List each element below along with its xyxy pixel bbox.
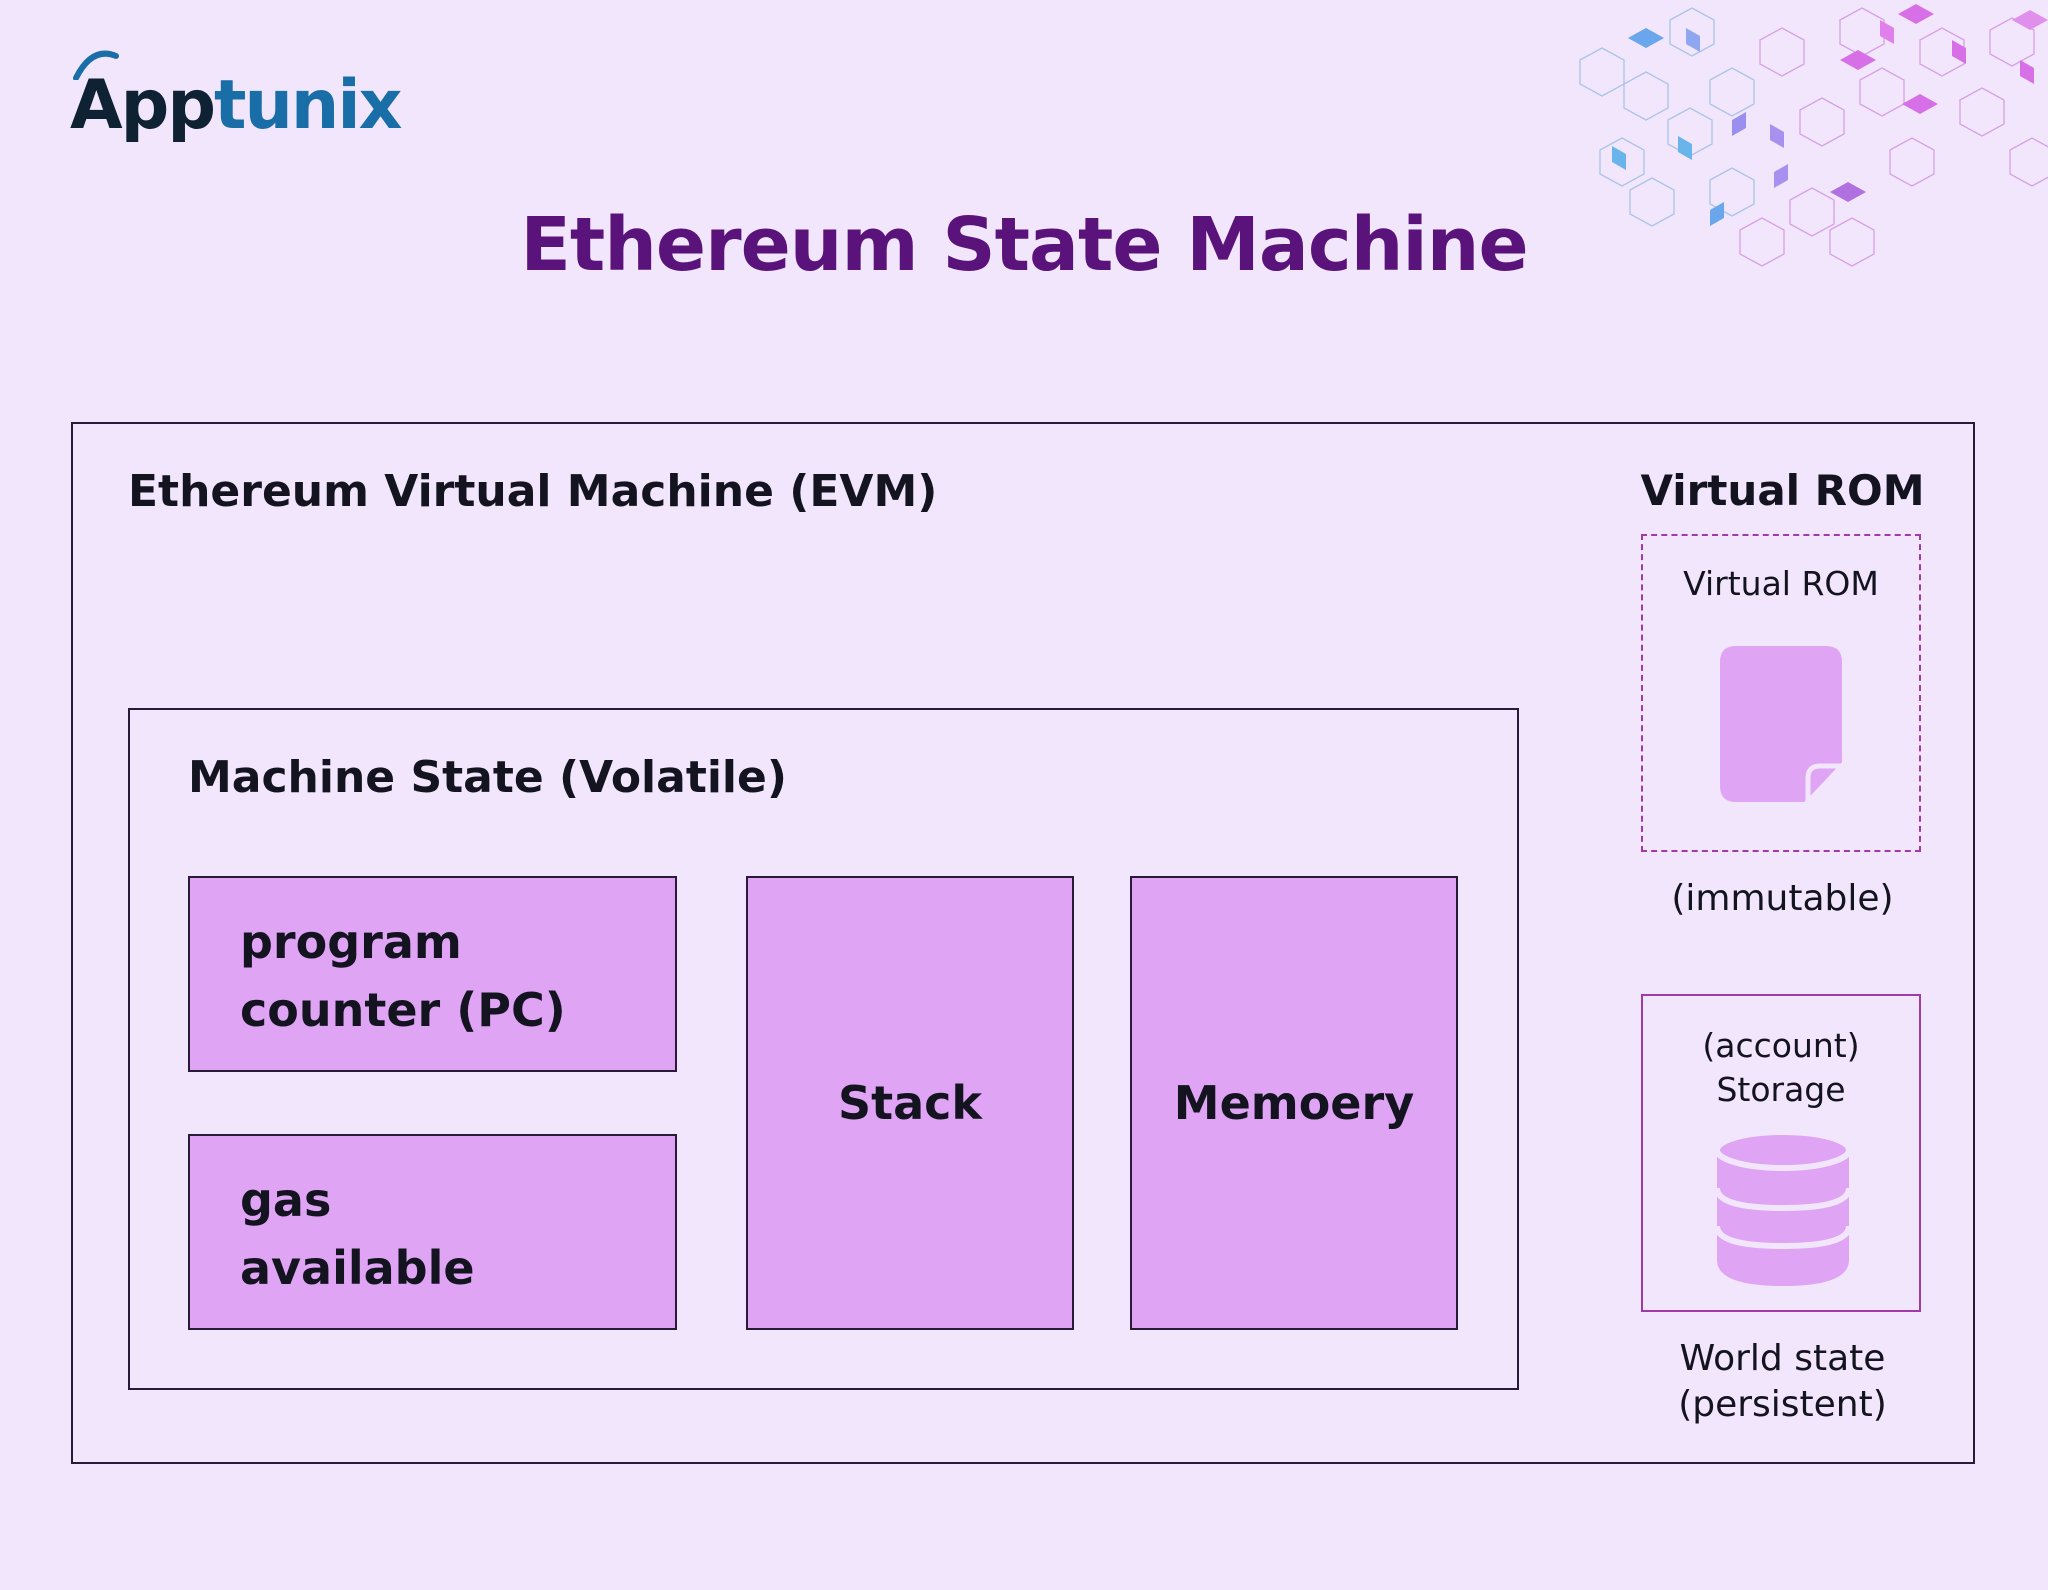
program-counter-line2: counter (PC)	[240, 983, 566, 1037]
account-storage-label: (account) Storage	[1643, 1024, 1919, 1112]
hexagon-pattern-icon	[1579, 4, 2048, 267]
gas-available-line2: available	[240, 1241, 475, 1295]
logo-pp: pp	[120, 66, 216, 145]
program-counter-box: program counter (PC)	[188, 876, 677, 1072]
database-icon	[1714, 1130, 1852, 1286]
logo-rest: tunix	[214, 66, 402, 145]
apptunix-logo: Apptunix	[70, 50, 402, 150]
gas-available-label: gas available	[240, 1166, 660, 1302]
virtual-rom-heading: Virtual ROM	[1640, 466, 1925, 515]
evm-frame	[71, 422, 1975, 1464]
world-state-line1: World state	[1679, 1338, 1886, 1379]
machine-state-frame	[128, 708, 1519, 1390]
program-counter-label: program counter (PC)	[240, 908, 660, 1044]
memory-box: Memoery	[1130, 876, 1458, 1330]
machine-state-label: Machine State (Volatile)	[188, 752, 787, 803]
virtual-rom-box: Virtual ROM	[1641, 534, 1921, 852]
memory-label: Memoery	[1173, 1076, 1415, 1130]
virtual-rom-box-label: Virtual ROM	[1683, 564, 1879, 603]
document-icon	[1720, 646, 1845, 804]
program-counter-line1: program	[240, 915, 462, 969]
account-storage-line1: (account)	[1702, 1026, 1860, 1065]
logo-wordmark: Apptunix	[70, 72, 402, 140]
account-storage-line2: Storage	[1716, 1070, 1846, 1109]
gas-available-line1: gas	[240, 1173, 332, 1227]
world-state-caption: World state (persistent)	[1640, 1336, 1925, 1428]
immutable-caption: (immutable)	[1671, 878, 1894, 919]
world-state-line2: (persistent)	[1678, 1384, 1887, 1425]
stack-label: Stack	[837, 1076, 983, 1130]
account-storage-box: (account) Storage	[1641, 994, 1921, 1312]
stack-box: Stack	[746, 876, 1074, 1330]
logo-swoosh-icon	[73, 50, 119, 80]
gas-available-box: gas available	[188, 1134, 677, 1330]
logo-initial: A	[70, 66, 123, 145]
evm-label: Ethereum Virtual Machine (EVM)	[128, 466, 938, 517]
page-title: Ethereum State Machine	[520, 202, 1528, 288]
